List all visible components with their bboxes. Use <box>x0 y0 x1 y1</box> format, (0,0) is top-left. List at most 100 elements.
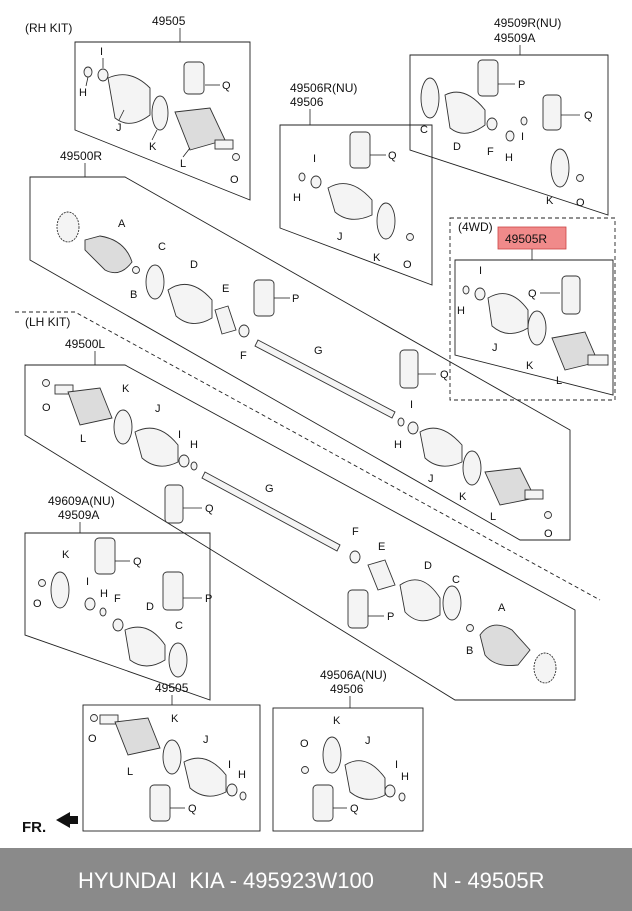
boot-j <box>344 760 386 800</box>
letter-q: Q <box>222 80 231 92</box>
grease-q <box>349 131 371 169</box>
letter-j: J <box>365 735 371 747</box>
group-4wd-box <box>454 259 614 396</box>
clamp-k <box>162 739 182 775</box>
clamp-k <box>527 310 547 346</box>
letter-k: K <box>333 715 341 727</box>
footer-bar: HYUNDAI KIA - 495923W100 N - 49505R <box>0 848 632 911</box>
letter-l: L <box>127 766 133 778</box>
oring-b <box>132 266 140 274</box>
boot-j <box>327 183 373 220</box>
letter-q: Q <box>528 288 537 300</box>
letter-e: E <box>222 283 229 295</box>
shaft-g <box>201 471 341 552</box>
letter-j: J <box>155 403 161 415</box>
boot-j <box>419 427 463 467</box>
band-i <box>474 287 486 301</box>
letter-b: B <box>466 645 473 657</box>
grease-q <box>542 94 562 131</box>
band-i <box>505 130 515 142</box>
letter-c: C <box>420 124 428 136</box>
letter-l: L <box>556 375 562 387</box>
letter-p: P <box>292 293 299 305</box>
boot-j <box>107 74 151 124</box>
boot-d <box>399 579 441 622</box>
band-f <box>349 550 361 564</box>
letter-o: O <box>300 738 309 750</box>
letter-c: C <box>175 620 183 632</box>
joint-l <box>484 467 536 506</box>
letter-o: O <box>403 259 412 271</box>
pn-lh-mid-b: 49506 <box>330 682 364 696</box>
boot-d <box>124 626 166 667</box>
letter-f: F <box>114 593 121 605</box>
letter-h: H <box>100 588 108 600</box>
letter-j: J <box>116 122 122 134</box>
boot-j <box>134 427 179 467</box>
pn-rh-inner-a: 49509R(NU) <box>494 16 561 30</box>
group-4wd-dashed <box>449 217 616 401</box>
letter-f: F <box>487 146 494 158</box>
oring-h <box>397 417 405 427</box>
band-i <box>310 175 322 189</box>
spline-l <box>524 489 544 500</box>
letter-i: I <box>86 576 89 588</box>
letter-k: K <box>546 195 554 207</box>
oring-h <box>520 116 528 126</box>
letter-q: Q <box>205 503 214 515</box>
letter-p: P <box>387 611 394 623</box>
letter-d: D <box>190 259 198 271</box>
band-f <box>112 618 124 632</box>
letter-e: E <box>378 541 385 553</box>
letter-a: A <box>118 218 126 230</box>
letter-l: L <box>80 433 86 445</box>
letter-h: H <box>505 152 513 164</box>
letter-d: D <box>424 560 432 572</box>
letter-g: G <box>265 483 274 495</box>
boot-j <box>487 293 529 334</box>
pn-lh-mid-a: 49506A(NU) <box>320 668 387 682</box>
grease-q <box>561 275 581 315</box>
oring-o <box>301 766 309 774</box>
grease-q <box>164 484 184 524</box>
spline-l <box>99 714 119 725</box>
oring-o <box>406 233 414 241</box>
letter-p: P <box>518 79 525 91</box>
letter-j: J <box>492 342 498 354</box>
group-lh-shaft-box <box>24 364 576 701</box>
group-lh-outer-box <box>82 704 261 832</box>
clamp-c <box>168 642 188 678</box>
oring-o <box>232 153 240 161</box>
grease-p <box>162 571 184 611</box>
letter-o: O <box>33 598 42 610</box>
letter-c: C <box>452 574 460 586</box>
pn-lh-inner-a: 49609A(NU) <box>48 494 115 508</box>
grease-q <box>149 784 171 822</box>
group-lh-inner-box <box>24 532 211 701</box>
letter-q: Q <box>133 556 142 568</box>
grease-q <box>183 61 205 95</box>
letter-i: I <box>521 131 524 143</box>
oring-h <box>298 172 306 182</box>
spline-l <box>587 354 609 366</box>
pn-rh-shaft: 49500R <box>60 149 102 163</box>
letter-c: C <box>158 241 166 253</box>
oring-h <box>190 461 198 471</box>
front-arrow-icon <box>56 812 78 828</box>
letter-q: Q <box>388 150 397 162</box>
band-f <box>238 324 250 338</box>
letter-b: B <box>130 289 137 301</box>
pn-lh-inner-b: 49509A <box>58 508 99 522</box>
oring-o <box>544 511 552 519</box>
footer-part-number: HYUNDAI KIA - 495923W100 <box>78 868 374 893</box>
letter-k: K <box>62 549 70 561</box>
spline-l <box>214 139 234 150</box>
clamp-c <box>145 264 165 300</box>
pn-rh-inner-b: 49509A <box>494 31 535 45</box>
diagram-canvas: (RH KIT) 49505 49509R(NU) 49509A 49506R(… <box>15 14 616 836</box>
group-rh-inner-box <box>409 54 609 216</box>
band-f <box>486 117 498 131</box>
joint-l <box>67 387 113 426</box>
lh-kit-dashed-line <box>15 311 601 601</box>
